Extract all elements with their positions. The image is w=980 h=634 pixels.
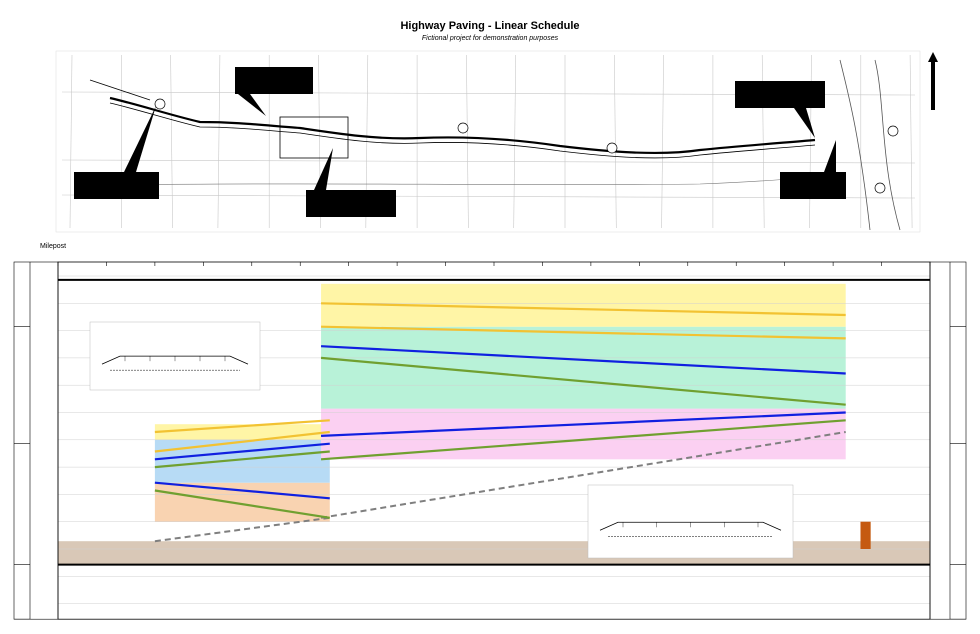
location-map [55, 50, 938, 233]
activity-line [154, 481, 330, 500]
activity-line [321, 325, 846, 340]
section-line-v [661, 54, 664, 229]
eastbound-roadway-section [89, 321, 261, 391]
closure-zone [321, 326, 846, 409]
activity-line [154, 450, 330, 469]
route-shield-circle [887, 125, 899, 137]
route-shield [874, 182, 886, 194]
route-shield [887, 125, 899, 137]
map-roads [89, 59, 901, 231]
route-shield [154, 98, 166, 110]
activity-line [154, 442, 330, 461]
section-line-v [466, 54, 469, 229]
route-shield [606, 142, 618, 154]
schedule-chart [13, 261, 967, 620]
section-line-v [614, 54, 617, 229]
guardrail-bar [860, 521, 871, 549]
route-shield-circle [154, 98, 166, 110]
section-box [587, 484, 794, 559]
road-to-ellensburg [89, 79, 151, 101]
river-bank-east [874, 59, 901, 231]
map-place-labels [154, 52, 938, 194]
section-line-h [61, 194, 916, 199]
river-bank-west [839, 59, 871, 231]
activity-line [154, 489, 330, 519]
callout-pointer [794, 108, 815, 138]
map-callout [306, 148, 396, 217]
section-line-v [909, 54, 913, 229]
activity-lines [154, 302, 871, 549]
activity-line [154, 419, 330, 434]
callout-pointer [824, 140, 836, 172]
interstate-90-parallel [109, 102, 816, 159]
callout-box [74, 172, 159, 199]
activity-line [321, 411, 846, 437]
closure-zone [154, 482, 330, 522]
roadway-sections [89, 321, 794, 559]
right-date-band [929, 261, 967, 620]
chart-subtitle: Fictional project for demonstration purp… [422, 35, 559, 42]
map-callout [74, 106, 159, 199]
section-line-v [170, 54, 173, 229]
route-shield-circle [606, 142, 618, 154]
callout-box [780, 172, 846, 199]
north-arrow-icon [928, 52, 938, 62]
callout-box [235, 67, 313, 94]
activity-line [320, 431, 846, 519]
milestones [58, 278, 930, 566]
callout-pointer [314, 148, 333, 190]
section-line-h [61, 159, 916, 164]
old-highway [119, 175, 831, 186]
map-callout [780, 140, 846, 199]
chart-title: Highway Paving - Linear Schedule [400, 20, 579, 32]
callout-pointer [238, 94, 266, 116]
activity-line [321, 302, 846, 317]
route-shield [457, 122, 469, 134]
section-line-v [69, 54, 73, 229]
interstate-90 [109, 96, 816, 155]
route-shield-circle [874, 182, 886, 194]
milepost-axis-label: Milepost [40, 243, 66, 250]
westbound-roadway-section [587, 484, 794, 559]
north-arrow-shaft [931, 62, 935, 110]
callout-box [735, 81, 825, 108]
map-callout [735, 81, 825, 138]
activity-line [320, 356, 846, 406]
left-date-band [13, 261, 59, 620]
map-callout [235, 67, 313, 116]
chart-axes [13, 261, 967, 620]
rest-area-box [279, 116, 349, 159]
closure-zone [58, 541, 930, 565]
callout-box [306, 190, 396, 217]
section-line-v [217, 54, 221, 229]
callout-pointer [124, 106, 156, 172]
map-callouts [74, 67, 846, 217]
route-shield-circle [457, 122, 469, 134]
activity-line [320, 345, 846, 375]
activity-line [320, 419, 846, 461]
activity-line [154, 430, 330, 453]
